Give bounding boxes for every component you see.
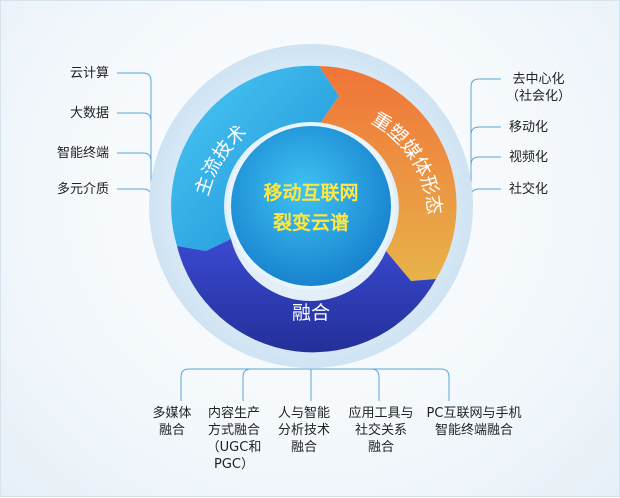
right-item-decentral: 去中心化 （社会化） <box>506 71 571 105</box>
bottom-item-pc-mobile: PC互联网与手机 智能终端融合 <box>426 406 522 438</box>
ring-segments <box>171 65 457 353</box>
bottom-connector-4 <box>370 368 380 401</box>
right-connector-4 <box>470 188 501 198</box>
left-connector-3 <box>117 152 152 162</box>
bottom-item-ai-analytics: 人与智能 分析技术 融合 <box>277 406 330 455</box>
right-connector-2 <box>470 126 501 136</box>
segment-label-fusion: 融合 <box>292 302 330 324</box>
left-item-media: 多元介质 <box>56 182 109 197</box>
bottom-connector-bar <box>180 368 450 401</box>
left-connector-2 <box>117 112 152 122</box>
segment-media-reshape <box>319 66 457 281</box>
right-item-decentral-line2: （社会化） <box>506 89 572 104</box>
left-connector-1 <box>117 72 152 221</box>
left-connector-4 <box>117 188 152 198</box>
bottom-item-multimedia: 多媒体 融合 <box>152 406 192 438</box>
right-item-social: 社交化 <box>509 182 549 197</box>
right-connector-1 <box>470 78 501 221</box>
bottom-item-app-social: 应用工具与 社交关系 融合 <box>348 406 414 455</box>
segment-fusion <box>177 239 436 353</box>
right-item-video: 视频化 <box>509 150 549 165</box>
bottom-connector-2 <box>242 368 252 401</box>
core-circle <box>231 126 391 286</box>
bottom-item-content-production: 内容生产 方式融合 （UGC和 PGC） <box>206 406 262 472</box>
right-connector-3 <box>470 156 501 166</box>
center-title-line2: 裂变云谱 <box>273 211 349 234</box>
left-item-terminal: 智能终端 <box>56 146 109 161</box>
center-title-line1: 移动互联网 <box>263 181 358 204</box>
segment-mainstream-tech <box>171 65 339 251</box>
left-item-bigdata: 大数据 <box>69 106 109 121</box>
left-item-cloud: 云计算 <box>69 66 109 81</box>
right-item-mobile: 移动化 <box>509 120 549 135</box>
right-item-decentral-line1: 去中心化 <box>512 72 565 87</box>
